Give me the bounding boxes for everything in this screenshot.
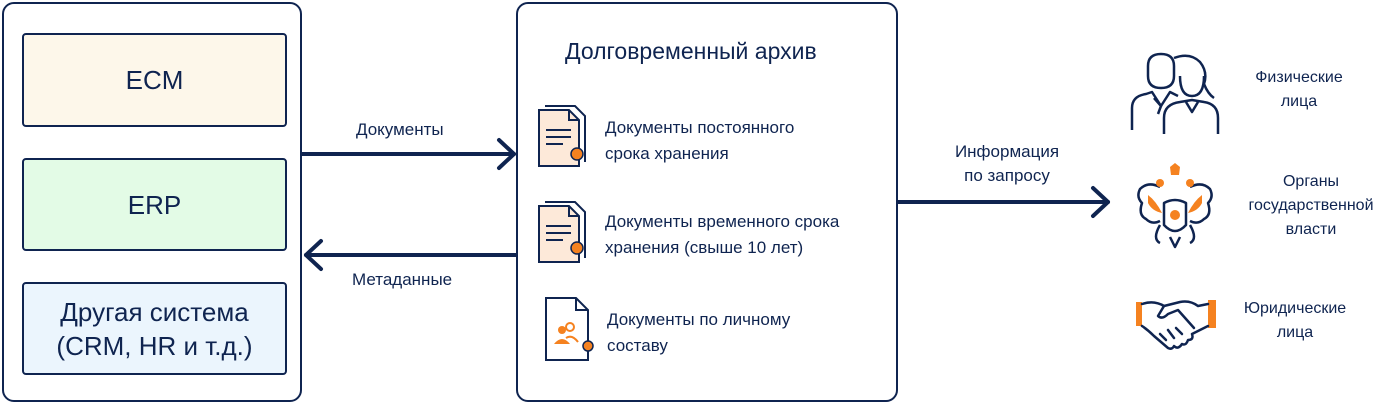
- info-flow-label: Информация по запросу: [954, 142, 1060, 185]
- double-headed-eagle-icon: [1137, 163, 1213, 249]
- doc-temporary-label: Документы временного срока хранения (свы…: [605, 212, 840, 257]
- certificate-document-icon: [538, 105, 586, 167]
- other-system-box: Другая система (CRM, HR и т.д.): [22, 282, 287, 375]
- government-label: Органы государственной власти: [1248, 173, 1374, 238]
- ecm-box: ECM: [22, 33, 287, 127]
- metadata-flow-label: Метаданные: [352, 270, 453, 289]
- ecm-label: ECM: [125, 65, 184, 95]
- legal-entities-label: Юридические лица: [1243, 300, 1347, 341]
- archive-title: Долговременный архив: [565, 38, 817, 64]
- people-icon: [1130, 52, 1220, 134]
- erp-label: ERP: [127, 189, 182, 220]
- doc-personnel-label: Документы по личному составу: [607, 310, 791, 355]
- certificate-document-icon: [538, 201, 586, 263]
- other-system-label-line1: Другая система: [60, 296, 249, 327]
- doc-permanent-label: Документы постоянного срока хранения: [605, 118, 795, 163]
- other-system-label-line2: (CRM, HR и т.д.): [56, 330, 253, 361]
- handshake-icon: [1136, 300, 1216, 350]
- documents-flow-label: Документы: [356, 120, 444, 139]
- erp-box: ERP: [22, 158, 287, 251]
- individuals-label: Физические лица: [1255, 69, 1343, 110]
- personnel-document-icon: [545, 297, 594, 361]
- source-systems-panel: ECM ERP Другая система (CRM, HR и т.д.): [2, 2, 302, 402]
